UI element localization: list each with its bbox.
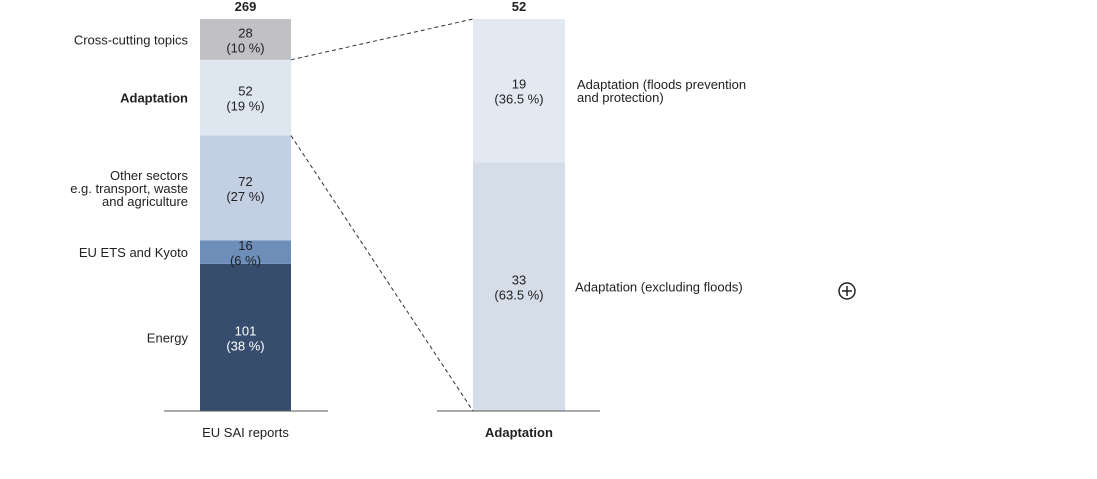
segment-label: EU ETS and Kyoto <box>79 245 188 260</box>
bar-segment <box>200 263 291 411</box>
segment-label: Adaptation (excluding floods) <box>575 280 743 295</box>
bar-segment <box>200 240 291 264</box>
value-label: 72 <box>238 174 252 189</box>
value-label: 16 <box>238 238 252 253</box>
segment-label: Other sectors <box>110 168 189 183</box>
connector-line <box>290 18 474 61</box>
value-label: 28 <box>238 25 252 40</box>
percent-label: (36.5 %) <box>494 92 543 107</box>
segment-label: Energy <box>147 330 189 345</box>
value-label: 52 <box>238 84 252 99</box>
segment-label: and agriculture <box>102 194 188 209</box>
segment-label: Cross-cutting topics <box>74 32 189 47</box>
bar-segment <box>200 135 291 241</box>
bar-segment <box>200 59 291 136</box>
bar-total: 52 <box>512 0 526 14</box>
connector-line <box>290 135 474 412</box>
percent-label: (38 %) <box>226 338 264 353</box>
segment-label: Adaptation (floods prevention <box>577 77 746 92</box>
value-label: 19 <box>512 77 526 92</box>
value-label: 33 <box>512 273 526 288</box>
bar-total: 269 <box>235 0 257 14</box>
percent-label: (6 %) <box>230 253 261 268</box>
percent-label: (63.5 %) <box>494 288 543 303</box>
segment-label: and protection) <box>577 90 664 105</box>
plus-circle-icon[interactable] <box>838 282 856 300</box>
bar-segment <box>473 19 565 163</box>
bar-segment <box>200 19 291 60</box>
percent-label: (27 %) <box>226 189 264 204</box>
segment-label: Adaptation <box>120 91 188 106</box>
value-label: 101 <box>235 323 257 338</box>
bar-segment <box>473 162 565 411</box>
category-label: EU SAI reports <box>202 425 289 440</box>
segment-label: e.g. transport, waste <box>70 181 188 196</box>
percent-label: (19 %) <box>226 99 264 114</box>
category-label: Adaptation <box>485 425 553 440</box>
percent-label: (10 %) <box>226 40 264 55</box>
